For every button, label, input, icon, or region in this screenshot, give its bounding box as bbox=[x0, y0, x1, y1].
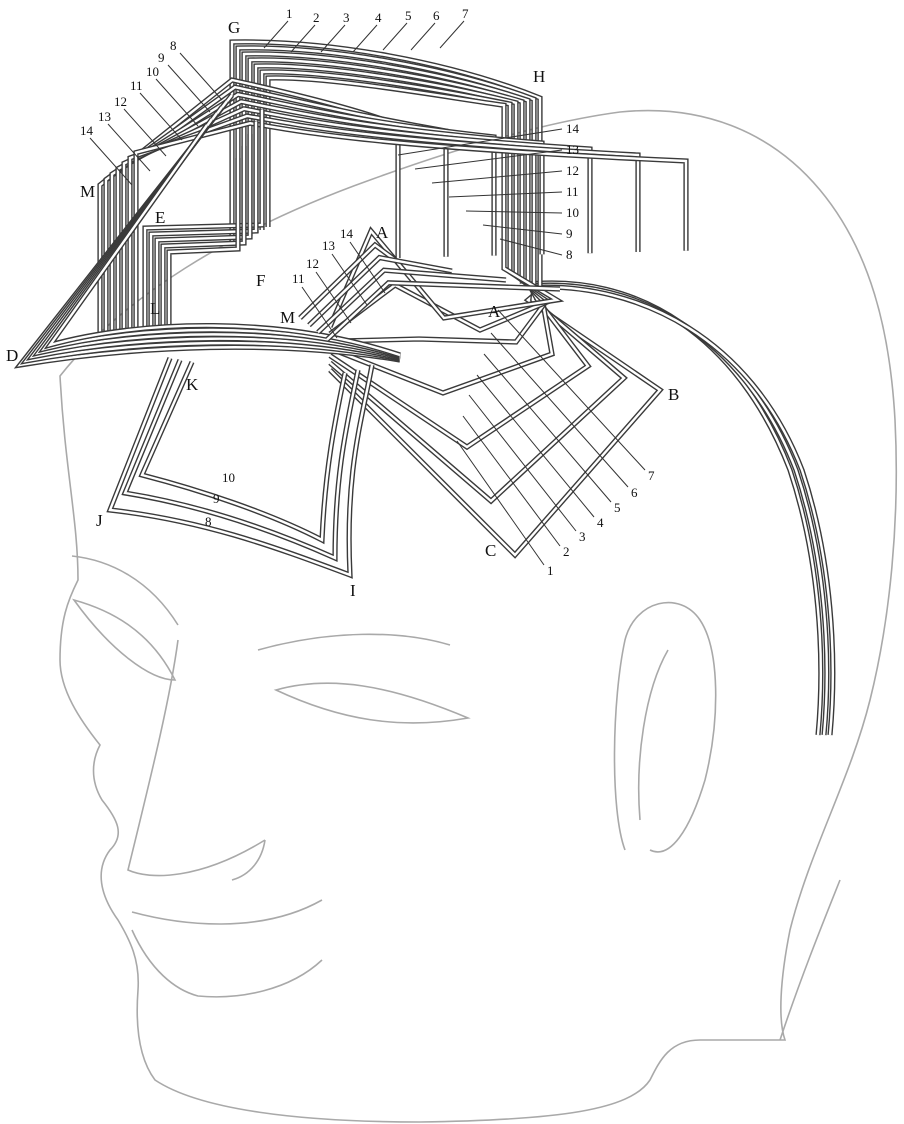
bottom-right-number-1: 1 bbox=[547, 563, 554, 578]
right-number-14: 14 bbox=[566, 121, 580, 136]
loop-6-outer bbox=[262, 72, 552, 334]
point-label-m: M bbox=[280, 308, 295, 327]
left-eye bbox=[74, 600, 175, 680]
ear bbox=[614, 603, 715, 852]
point-label-m: M bbox=[80, 182, 95, 201]
top-number-6: 6 bbox=[433, 8, 440, 23]
left-number-14: 14 bbox=[80, 123, 94, 138]
left-number-13: 13 bbox=[98, 109, 111, 124]
point-label-e: E bbox=[155, 208, 165, 227]
bottom-right-leader-5 bbox=[484, 354, 611, 502]
bottom-right-number-6: 6 bbox=[631, 485, 638, 500]
headband-wire-2 bbox=[526, 285, 827, 735]
right-number-11: 11 bbox=[566, 184, 579, 199]
forehead-number-8: 8 bbox=[205, 514, 212, 529]
point-label-h: H bbox=[533, 67, 545, 86]
left-leader-10 bbox=[156, 79, 198, 126]
top-number-1: 1 bbox=[286, 6, 293, 21]
forehead-loop-10-outer bbox=[142, 362, 345, 540]
top-leader-7 bbox=[440, 21, 464, 48]
nose bbox=[128, 640, 265, 876]
right-number-8: 8 bbox=[566, 247, 573, 262]
left-eyebrow bbox=[72, 556, 178, 625]
top-leader-5 bbox=[383, 23, 407, 50]
mouth-upper bbox=[132, 900, 322, 924]
headband-wire-1-inner bbox=[520, 283, 821, 735]
top-number-2: 2 bbox=[313, 10, 320, 25]
right-number-9: 9 bbox=[566, 226, 573, 241]
mouth-lower bbox=[132, 930, 322, 997]
top-number-7: 7 bbox=[462, 6, 469, 21]
right-number-13: 13 bbox=[566, 142, 579, 157]
forehead-number-9: 9 bbox=[213, 491, 220, 506]
bottom-right-leader-1 bbox=[457, 441, 544, 565]
point-label-i: I bbox=[350, 581, 356, 600]
left-number-11: 11 bbox=[130, 78, 143, 93]
point-label-d: D bbox=[6, 346, 18, 365]
left-leader-8 bbox=[180, 53, 222, 100]
top-number-3: 3 bbox=[343, 10, 350, 25]
headband-wire-2-inner bbox=[526, 285, 827, 735]
mid-number-12: 12 bbox=[306, 256, 319, 271]
headband-wire-2-outer bbox=[526, 285, 827, 735]
loop-6 bbox=[262, 72, 552, 334]
point-label-l: L bbox=[150, 299, 160, 318]
right-eyebrow bbox=[258, 634, 450, 650]
point-label-g: G bbox=[228, 18, 240, 37]
point-label-c: C bbox=[485, 541, 496, 560]
bottom-right-number-5: 5 bbox=[614, 500, 621, 515]
bottom-right-number-2: 2 bbox=[563, 544, 570, 559]
point-label-k: K bbox=[186, 375, 199, 394]
top-leader-4 bbox=[353, 25, 377, 52]
headband-wire-1-outer bbox=[520, 283, 821, 735]
head-silhouette bbox=[60, 111, 896, 1122]
neck bbox=[780, 880, 840, 1040]
left-leader-11 bbox=[140, 93, 182, 140]
point-label-j: J bbox=[96, 511, 103, 530]
bottom-right-number-3: 3 bbox=[579, 529, 586, 544]
point-label-b: B bbox=[668, 385, 679, 404]
bottom-right-number-4: 4 bbox=[597, 515, 604, 530]
left-number-8: 8 bbox=[170, 38, 177, 53]
top-number-4: 4 bbox=[375, 10, 382, 25]
nose-tip bbox=[232, 840, 265, 880]
ear-inner bbox=[639, 650, 668, 820]
right-number-12: 12 bbox=[566, 163, 579, 178]
forehead-loop-10-inner bbox=[142, 362, 345, 540]
top-number-5: 5 bbox=[405, 8, 412, 23]
forehead-number-10: 10 bbox=[222, 470, 235, 485]
headband-wire-1 bbox=[520, 283, 821, 735]
bottom-right-number-7: 7 bbox=[648, 468, 655, 483]
point-label-a: A bbox=[376, 223, 389, 242]
mid-number-14: 14 bbox=[340, 226, 354, 241]
right-number-10: 10 bbox=[566, 205, 579, 220]
right-eye bbox=[276, 683, 468, 723]
mid-number-13: 13 bbox=[322, 238, 335, 253]
bottom-right-leader-2 bbox=[463, 416, 560, 546]
top-leader-6 bbox=[411, 23, 435, 50]
point-label-f: F bbox=[256, 271, 265, 290]
left-number-9: 9 bbox=[158, 50, 165, 65]
left-number-12: 12 bbox=[114, 94, 127, 109]
coil-wires bbox=[20, 42, 833, 735]
mid-number-11: 11 bbox=[292, 271, 305, 286]
left-number-10: 10 bbox=[146, 64, 159, 79]
forehead-loop-10 bbox=[142, 362, 345, 540]
bottom-right-leader-3 bbox=[469, 395, 576, 531]
left-leader-9 bbox=[168, 65, 210, 112]
